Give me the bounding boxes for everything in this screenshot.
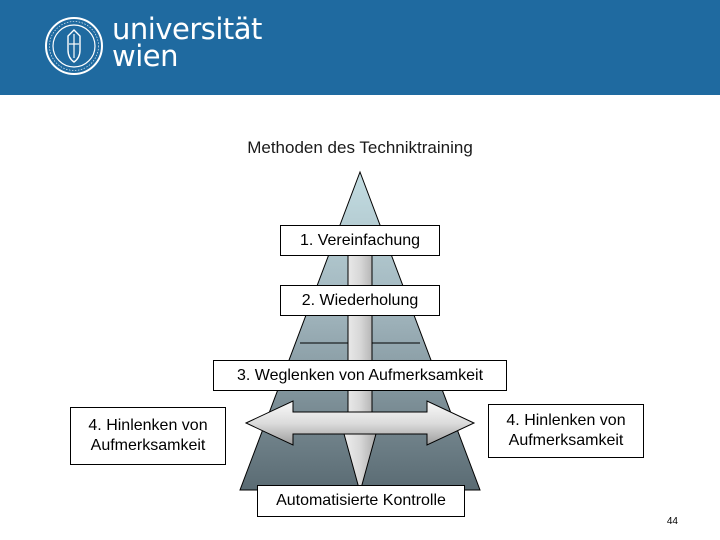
left-focus-box: 4. Hinlenken von Aufmerksamkeit: [70, 407, 226, 465]
level-2-box: 2. Wiederholung: [280, 285, 440, 316]
page-number: 44: [666, 516, 678, 527]
level-1-label: 1. Vereinfachung: [299, 231, 421, 249]
level-3-label: 3. Weglenken von Aufmerksamkeit: [236, 366, 484, 384]
header-bar: universität wien: [0, 0, 720, 95]
automated-control-label: Automatisierte Kontrolle: [276, 492, 446, 509]
brand-line-2: wien: [112, 39, 178, 73]
university-seal-icon: [45, 17, 103, 75]
brand-line-1: universität: [112, 12, 262, 46]
left-focus-label: 4. Hinlenken von Aufmerksamkeit: [88, 417, 208, 454]
slide-title: Methoden des Techniktraining: [247, 138, 473, 157]
brand-wordmark: universität wien: [112, 12, 262, 73]
level-3-box: 3. Weglenken von Aufmerksamkeit: [213, 360, 507, 391]
right-focus-box: 4. Hinlenken von Aufmerksamkeit: [488, 404, 644, 458]
automated-control-box: Automatisierte Kontrolle: [257, 485, 465, 517]
horizontal-double-arrow: [244, 400, 476, 446]
level-2-label: 2. Wiederholung: [301, 291, 419, 309]
level-1-box: 1. Vereinfachung: [280, 225, 440, 256]
right-focus-label: 4. Hinlenken von Aufmerksamkeit: [506, 412, 626, 449]
